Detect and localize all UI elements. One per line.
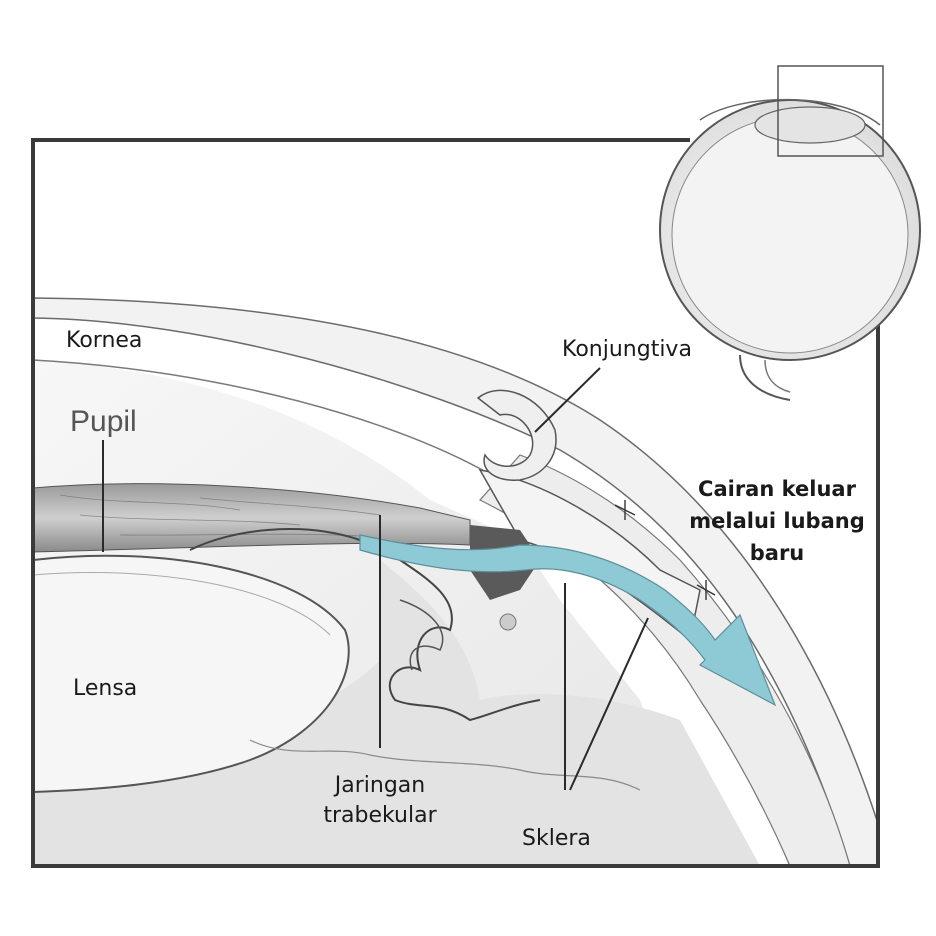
sklera-leader-2 (569, 617, 649, 791)
zoom-region-box (777, 65, 884, 157)
label-konjungtiva: Konjungtiva (562, 337, 692, 362)
label-cairan-line2: melalui lubang (689, 509, 865, 533)
conjunctiva-flap (476, 389, 557, 481)
label-pupil: Pupil (70, 405, 137, 438)
label-cairan-line1: Cairan keluar (698, 477, 856, 501)
label-cairan-keluar: Cairan keluar melalui lubang baru (672, 473, 882, 569)
ciliary-body (189, 528, 541, 722)
label-cairan-line3: baru (749, 541, 805, 565)
frame-border (31, 138, 880, 868)
konjungtiva-leader (534, 367, 601, 433)
label-sklera: Sklera (522, 826, 591, 851)
ciliary-region (33, 560, 760, 866)
eyeball-inset (659, 65, 921, 401)
label-jaringan-line2: trabekular (323, 803, 437, 828)
cornea (33, 297, 878, 866)
lens (33, 554, 350, 794)
fluid-flow-arrow (359, 534, 777, 707)
label-jaringan-trabekular: Jaringan trabekular (300, 771, 460, 831)
label-lensa: Lensa (73, 676, 138, 701)
label-jaringan-line1: Jaringan (334, 773, 426, 798)
cross-section (33, 297, 878, 866)
label-kornea: Kornea (66, 328, 143, 353)
